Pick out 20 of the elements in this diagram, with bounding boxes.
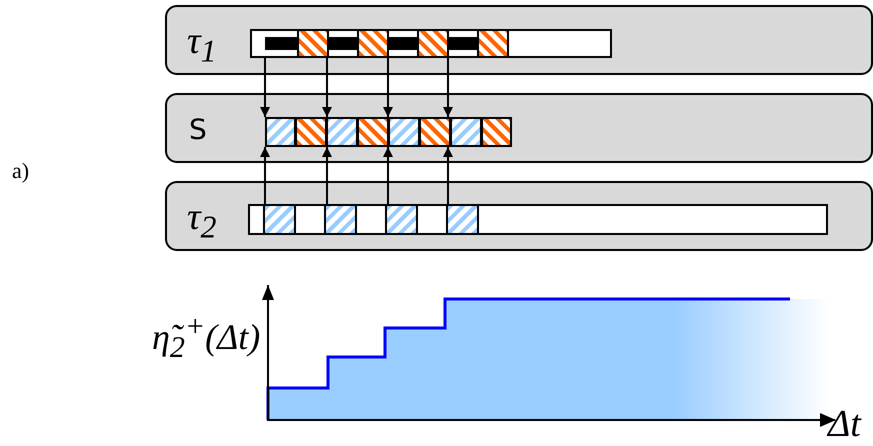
lane-label: τ$_{2}$: [187, 195, 216, 246]
lane-band: [165, 5, 873, 75]
arrow: [443, 58, 453, 117]
lane-label: τ$_{1}$: [187, 19, 216, 70]
arrow: [383, 147, 393, 204]
timeline-bar: [265, 117, 512, 147]
arrow: [260, 58, 270, 117]
lane-band: [165, 93, 873, 163]
timeline-bar: [250, 29, 612, 58]
axis-label: η̃$_{2}$$^{+}$(Δt): [152, 310, 260, 366]
timeline-bar: [248, 204, 828, 235]
panel-label: a): [12, 158, 30, 184]
lane-label: S: [189, 113, 207, 146]
axis-label: Δt: [828, 402, 861, 446]
lane-band: [165, 181, 873, 251]
arrow: [260, 147, 270, 204]
arrow: [383, 58, 393, 117]
arrow: [322, 58, 332, 117]
arrow: [322, 147, 332, 204]
arrow: [443, 147, 453, 204]
